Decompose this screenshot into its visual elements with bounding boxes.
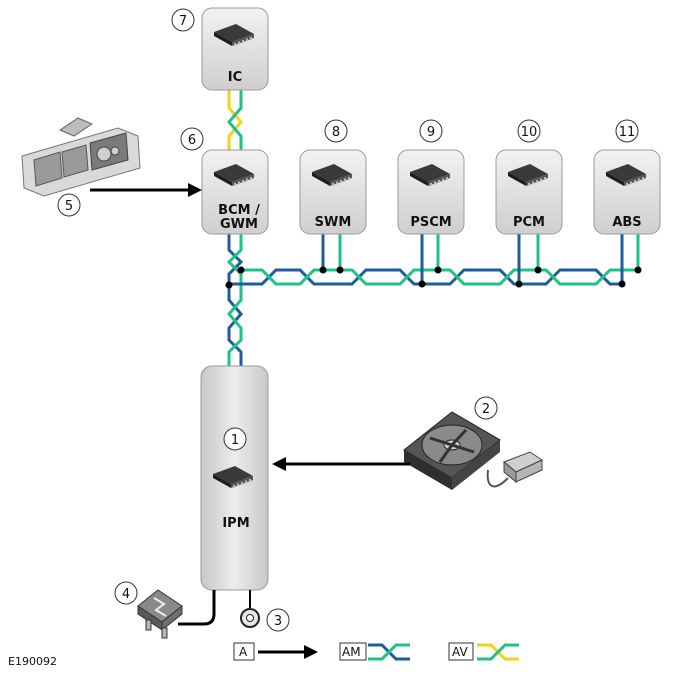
module-drops	[321, 232, 640, 284]
svg-text:6: 6	[188, 133, 196, 148]
pscm-module[interactable]: PSCM	[397, 149, 465, 235]
bcm-gwm-module[interactable]: BCM / GWM	[201, 149, 269, 235]
callout-8: 8	[324, 119, 348, 143]
callout-1: 1	[223, 427, 247, 451]
pcm-label: PCM	[513, 215, 545, 230]
callout-4: 4	[114, 581, 138, 605]
callout-10: 10	[517, 119, 541, 143]
figure-reference: E190092	[8, 655, 57, 668]
svg-text:5: 5	[65, 199, 73, 214]
fan-to-ipm-arrow	[272, 457, 410, 471]
switch-to-bcm-arrow	[90, 183, 202, 197]
pscm-label: PSCM	[410, 215, 451, 230]
legend-av: AV	[448, 642, 519, 661]
swm-module[interactable]: SWM	[299, 149, 367, 235]
callout-11: 11	[615, 119, 639, 143]
abs-label: ABS	[612, 215, 641, 230]
callout-3: 3	[266, 608, 290, 632]
ic-bcm-link	[227, 88, 243, 150]
svg-text:AV: AV	[452, 645, 468, 659]
callout-7: 7	[171, 8, 195, 32]
ipm-label: IPM	[222, 516, 249, 531]
ic-module[interactable]: IC	[201, 7, 269, 91]
svg-text:9: 9	[427, 125, 435, 140]
callout-5: 5	[57, 193, 81, 217]
callout-9: 9	[419, 119, 443, 143]
svg-text:1: 1	[231, 433, 239, 448]
svg-text:2: 2	[482, 402, 490, 417]
svg-text:10: 10	[521, 125, 538, 140]
horizontal-can-bus	[229, 268, 638, 286]
svg-text:AM: AM	[342, 645, 361, 659]
bcm-label-line2: GWM	[220, 217, 258, 232]
ground-icon	[240, 590, 260, 628]
ic-label: IC	[228, 70, 242, 85]
legend-a: A	[233, 642, 318, 661]
svg-text:4: 4	[122, 587, 130, 602]
fuse-wire	[178, 590, 216, 626]
svg-text:8: 8	[332, 125, 340, 140]
callout-2: 2	[474, 396, 498, 420]
fuse-icon	[137, 589, 183, 639]
svg-text:A: A	[239, 645, 248, 659]
cooling-fan-icon	[403, 411, 544, 490]
svg-text:7: 7	[179, 14, 187, 29]
bcm-label-line1: BCM /	[218, 203, 260, 218]
pcm-module[interactable]: PCM	[495, 149, 563, 235]
junction-dots	[225, 266, 642, 289]
abs-module[interactable]: ABS	[593, 149, 661, 235]
svg-text:11: 11	[619, 125, 636, 140]
callout-6: 6	[180, 127, 204, 151]
swm-label: SWM	[315, 215, 352, 230]
bcm-ipm-link	[226, 232, 244, 366]
svg-text:3: 3	[274, 614, 282, 629]
legend-am: AM	[339, 642, 410, 661]
switch-pack-icon	[21, 117, 141, 197]
ipm-module[interactable]: IPM	[200, 365, 269, 591]
